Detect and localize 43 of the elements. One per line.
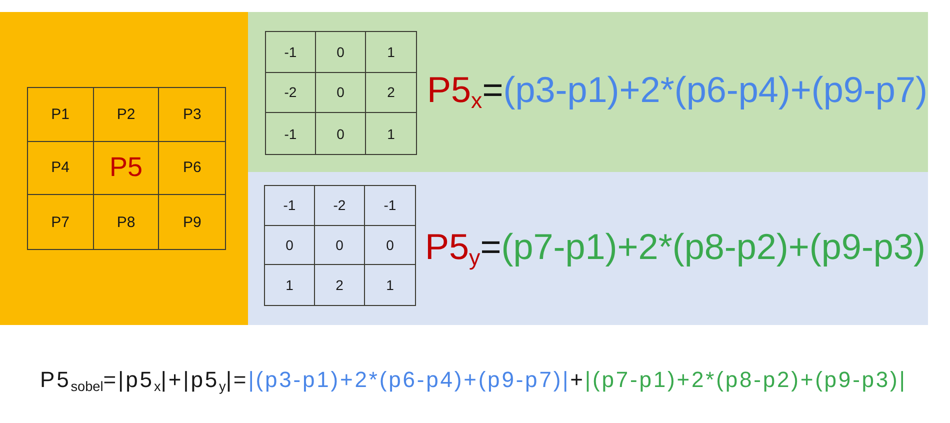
formula-expression: |(p7-p1)+2*(p8-p2)+(p9-p3)| bbox=[584, 367, 907, 394]
equals-sign: = bbox=[480, 225, 502, 268]
pixel-label: P3 bbox=[182, 106, 202, 122]
formula-expression: (p3-p1)+2*(p6-p4)+(p9-p7) bbox=[503, 68, 928, 112]
kernel-value: -1 bbox=[283, 198, 296, 212]
kernel-value: -1 bbox=[284, 126, 297, 141]
kernel-value: 0 bbox=[336, 44, 344, 59]
kernel-value: -2 bbox=[284, 85, 297, 100]
pixel-label: P1 bbox=[51, 106, 70, 122]
kernel-grid bbox=[265, 31, 417, 155]
kernel-value: -1 bbox=[384, 198, 396, 212]
kernel-value: 1 bbox=[387, 44, 395, 59]
kernel-value: 0 bbox=[336, 85, 344, 100]
kernel-value: -1 bbox=[284, 44, 297, 59]
kernel-value: 1 bbox=[386, 278, 394, 292]
formula-term: P5$_{y}$ bbox=[425, 225, 480, 268]
sobel-formula: P5$_{sobel}$=|p5$_{x}$|+|p5$_{y}$|= bbox=[40, 367, 248, 394]
pixel-label: P6 bbox=[182, 160, 202, 176]
kernel-grid bbox=[264, 185, 416, 306]
pixel-label: P5 bbox=[109, 154, 142, 182]
kernel-value: 0 bbox=[286, 238, 294, 252]
pixel-label: P9 bbox=[182, 214, 202, 230]
pixel-label: P7 bbox=[51, 214, 70, 230]
kernel-value: 0 bbox=[336, 126, 344, 141]
plus-sign: + bbox=[570, 367, 585, 394]
pixel-grid bbox=[27, 87, 226, 250]
kernel-value: 1 bbox=[286, 278, 294, 292]
kernel-value: 2 bbox=[336, 278, 344, 292]
kernel-value: -2 bbox=[333, 198, 346, 212]
formula-term: P5$_{x}$ bbox=[427, 68, 482, 112]
kernel-value: 0 bbox=[386, 238, 394, 252]
formula-expression: |(p3-p1)+2*(p6-p4)+(p9-p7)| bbox=[248, 367, 570, 394]
formula-expression: (p7-p1)+2*(p8-p2)+(p9-p3) bbox=[501, 225, 926, 268]
kernel-value: 2 bbox=[387, 85, 395, 100]
pixel-label: P2 bbox=[116, 106, 136, 122]
kernel-value: 1 bbox=[387, 126, 395, 141]
pixel-label: P8 bbox=[116, 214, 136, 230]
kernel-value: 0 bbox=[336, 238, 344, 252]
kernel-panel bbox=[248, 12, 928, 172]
kernel-panel bbox=[248, 172, 928, 325]
pixel-panel bbox=[0, 12, 248, 325]
pixel-label: P4 bbox=[51, 160, 70, 176]
equals-sign: = bbox=[482, 68, 504, 112]
